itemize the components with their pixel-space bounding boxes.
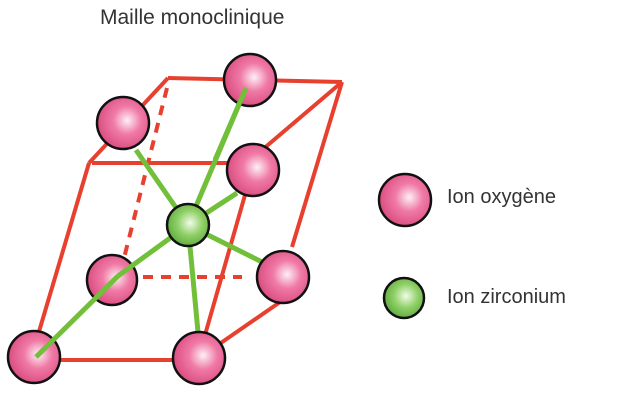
edge	[36, 162, 91, 336]
legend-oxygen-icon	[377, 172, 433, 228]
bond	[34, 274, 120, 359]
oxygen-ion	[225, 142, 281, 198]
edge	[203, 194, 247, 336]
zirconium-ion	[165, 202, 211, 248]
edge	[213, 298, 285, 349]
oxygen-ion	[222, 52, 278, 108]
bond	[212, 87, 249, 161]
hidden-edge	[119, 87, 169, 271]
legend-zirconium-icon	[382, 276, 426, 320]
oxygen-ion	[255, 249, 311, 305]
legend-zirconium-label: Ion zirconium	[447, 286, 566, 308]
legend-oxygen-label: Ion oxygène	[447, 186, 556, 208]
edge	[260, 80, 344, 152]
diagram-title: Maille monoclinique	[100, 6, 285, 29]
edge	[290, 81, 344, 248]
oxygen-ion	[95, 95, 151, 151]
oxygen-ion	[171, 330, 227, 386]
